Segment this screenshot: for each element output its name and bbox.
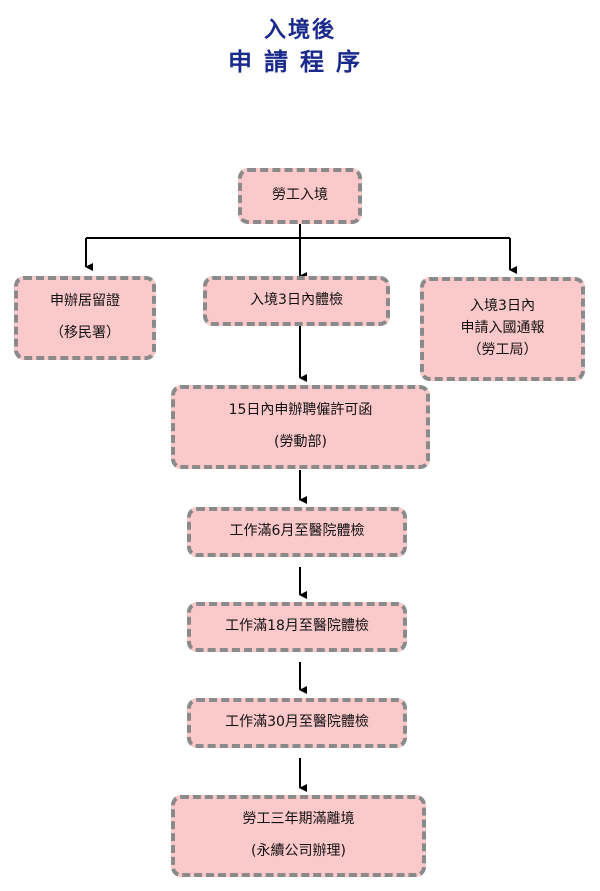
node-contract-exit: 勞工三年期滿離境 (永續公司辦理) <box>171 795 426 877</box>
node-sublabel: （移民署） <box>50 325 120 341</box>
node-checkup-30m: 工作滿30月至醫院體檢 <box>187 698 407 748</box>
page-subtitle: 申請程序 <box>228 48 372 76</box>
node-label: 入境3日內體檢 <box>250 292 343 309</box>
node-sublabel: (勞動部) <box>274 434 327 450</box>
node-label: 15日內申辦聘僱許可函 <box>228 402 373 419</box>
node-sublabel: （勞工局） <box>467 341 538 358</box>
node-employment-permit: 15日內申辦聘僱許可函 (勞動部) <box>171 385 430 469</box>
page-title: 入境後 <box>263 18 336 43</box>
node-label: 工作滿30月至醫院體檢 <box>225 714 369 731</box>
node-label: 工作滿6月至醫院體檢 <box>229 523 365 540</box>
node-checkup-18m: 工作滿18月至醫院體檢 <box>187 602 407 652</box>
node-residence-permit: 申辦居留證 （移民署） <box>14 276 156 360</box>
node-label: 申辦居留證 <box>50 293 120 310</box>
node-entry-report: 入境3日內 申請入國通報 （勞工局） <box>420 277 585 381</box>
node-checkup-6m: 工作滿6月至醫院體檢 <box>187 507 407 557</box>
node-sublabel: (永續公司辦理) <box>251 843 346 859</box>
node-label: 勞工三年期滿離境 <box>242 811 355 828</box>
node-label: 入境3日內 <box>470 298 535 315</box>
node-label: 工作滿18月至醫院體檢 <box>225 618 369 635</box>
node-label: 申請入國通報 <box>460 320 545 337</box>
node-worker-arrival: 勞工入境 <box>238 168 362 224</box>
node-health-check-3days: 入境3日內體檢 <box>203 276 390 326</box>
node-label: 勞工入境 <box>272 187 328 204</box>
